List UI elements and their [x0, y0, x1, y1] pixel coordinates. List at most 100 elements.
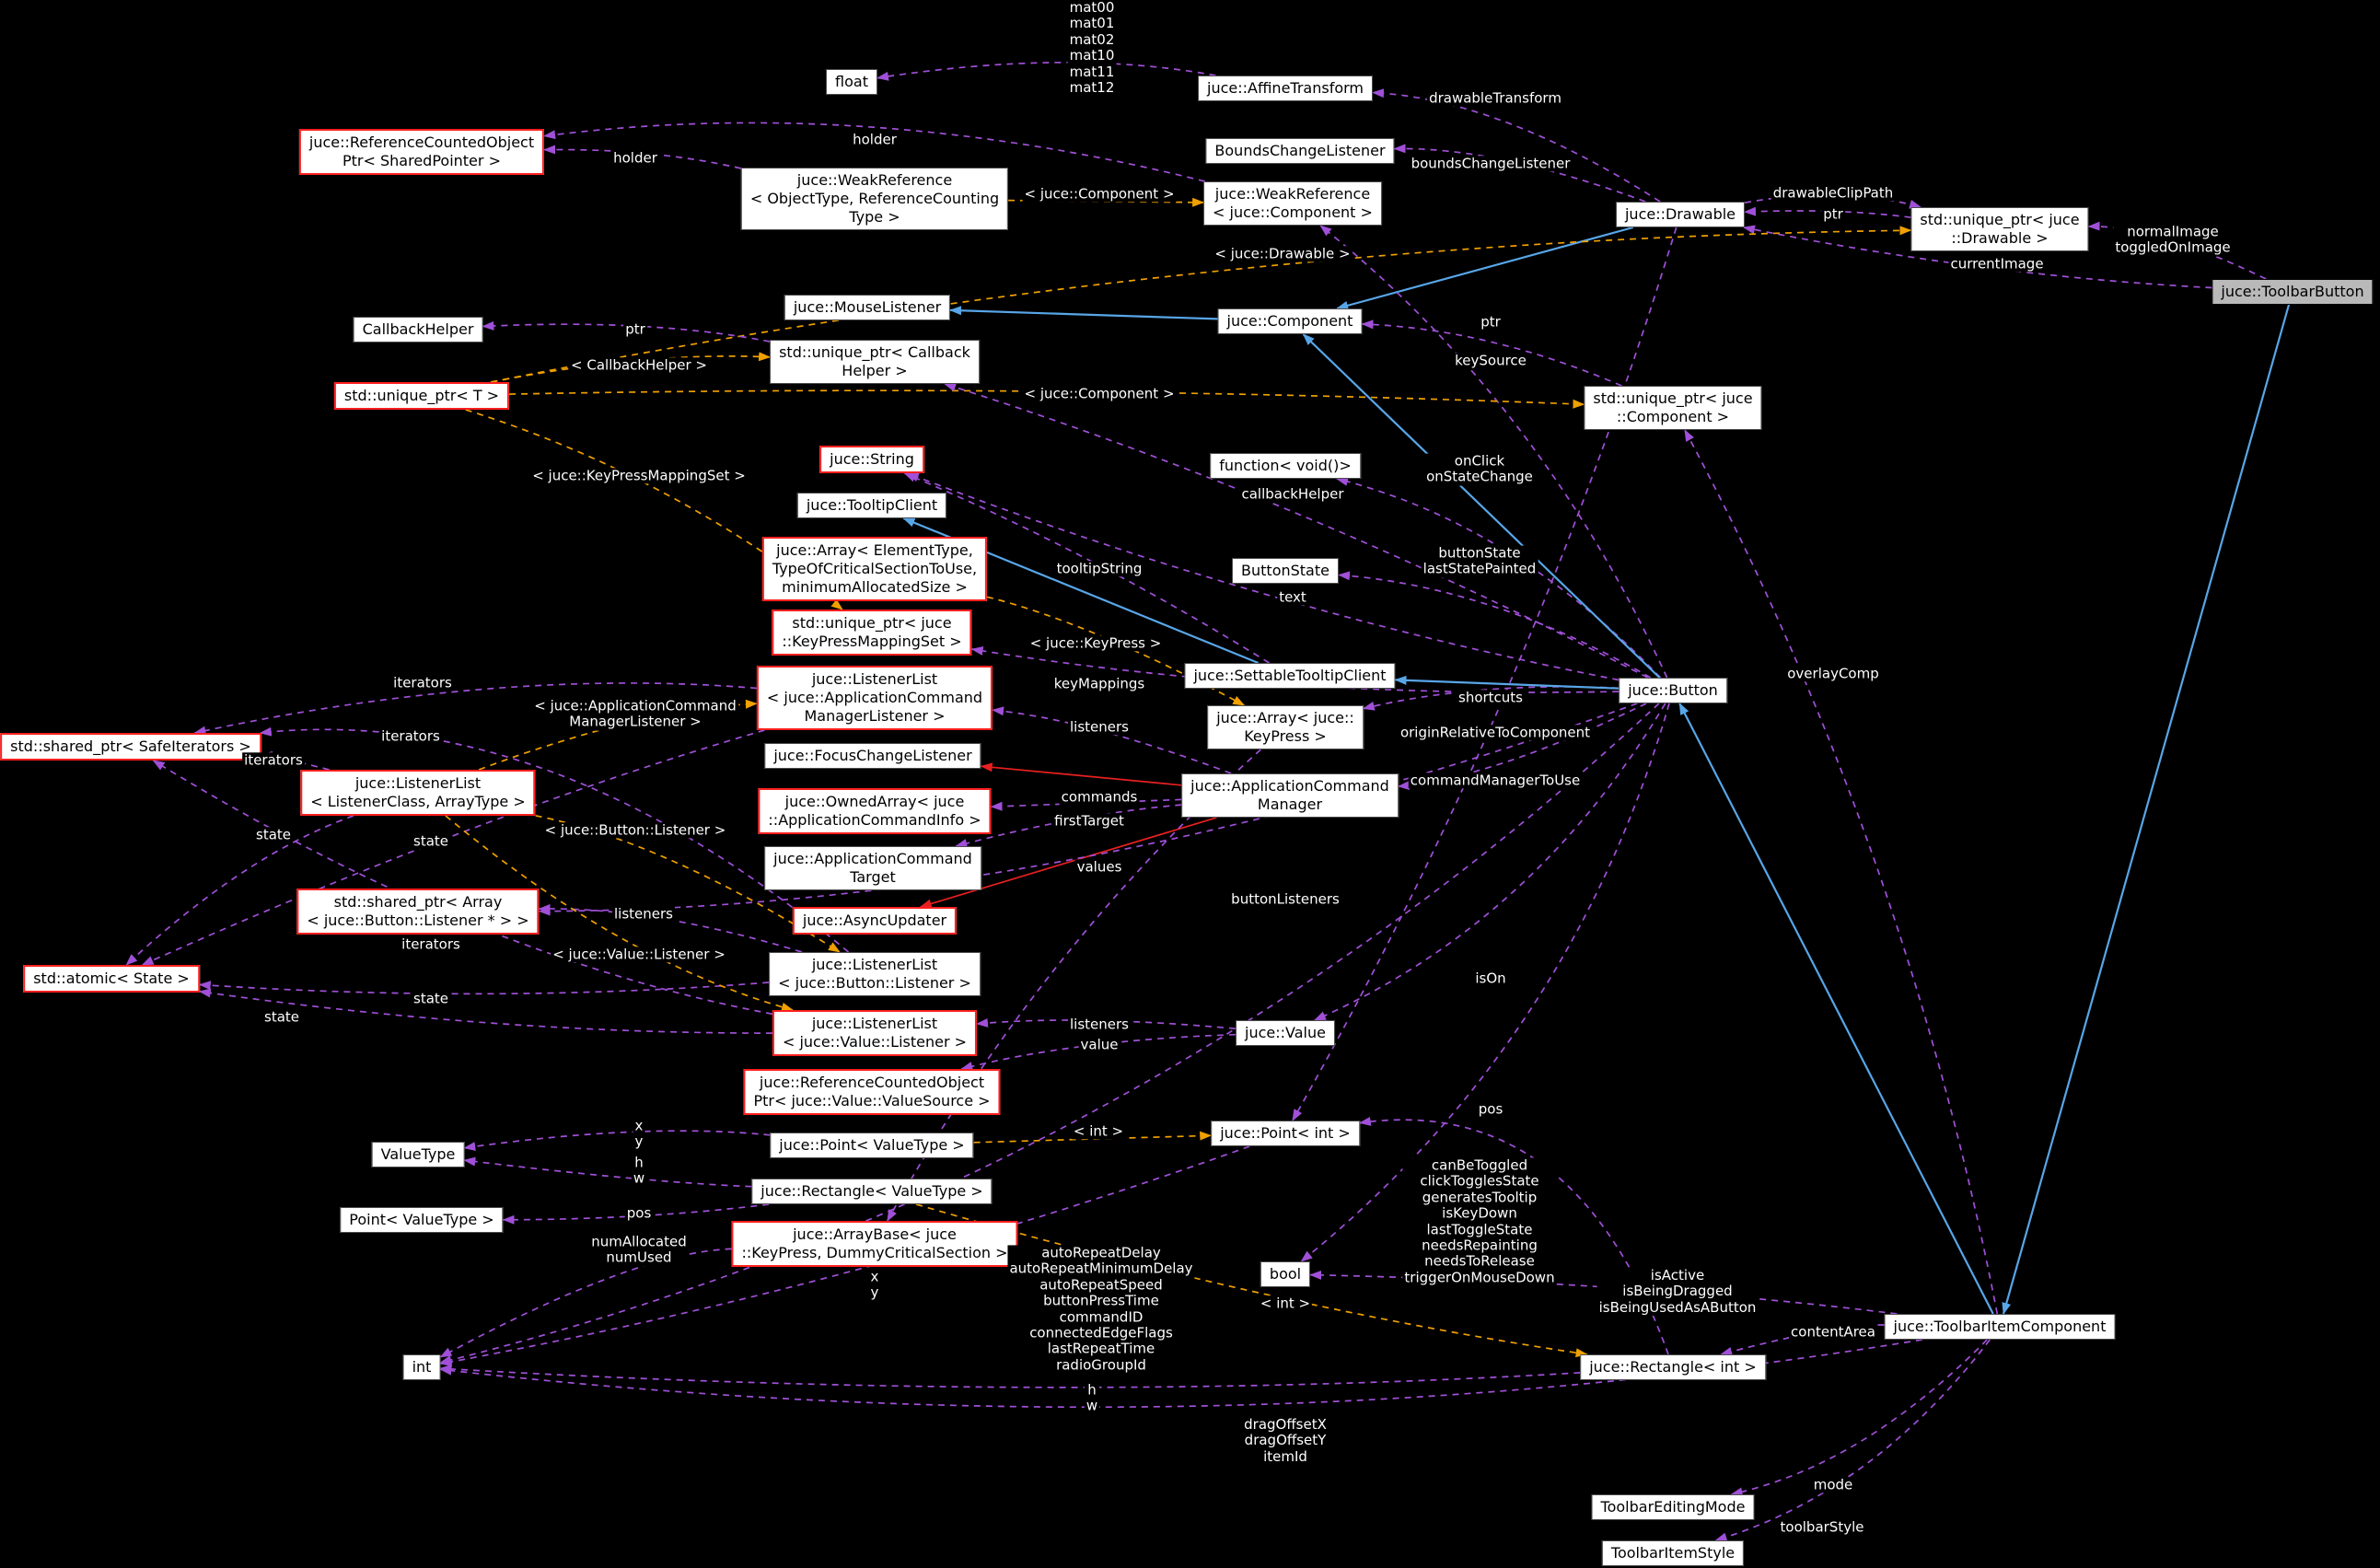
edge-label-weakref_t-weakref_comp: < juce::Component >	[1022, 185, 1177, 203]
edge-tic-uptr_comp	[1684, 429, 1999, 1315]
edge-label-weakref_t-rcop_shared: holder	[611, 149, 659, 167]
node-array_kp[interactable]: juce::Array< juce:: KeyPress >	[1207, 705, 1364, 749]
edge-label-button-int: autoRepeatDelay autoRepeatMinimumDelay a…	[1007, 1244, 1195, 1374]
edge-label-weakref_comp-rcop_shared: holder	[851, 131, 899, 148]
node-tic[interactable]: juce::ToolbarItemComponent	[1884, 1314, 2116, 1340]
edge-label-button-buttonstate: buttonState lastStatePainted	[1421, 544, 1538, 578]
node-focuschange[interactable]: juce::FocusChangeListener	[764, 743, 981, 769]
node-drawable[interactable]: juce::Drawable	[1615, 202, 1746, 227]
edge-label-ll_generic-atomic: state	[254, 826, 293, 843]
node-act[interactable]: juce::ApplicationCommand Target	[764, 846, 981, 890]
edge-drawable-point_int	[1292, 226, 1678, 1121]
edge-tic-itemstyle	[1714, 1339, 1991, 1542]
node-rect_vt[interactable]: juce::Rectangle< ValueType >	[751, 1179, 993, 1204]
edge-drawable-component	[1336, 226, 1634, 310]
edge-label-ll_acml-atomic: state	[412, 832, 450, 850]
edge-affine-float	[877, 62, 1216, 81]
edge-label-toolbarbutton-uptr_drawable: normalImage toggledOnImage	[2113, 223, 2233, 257]
node-asyncupdater[interactable]: juce::AsyncUpdater	[792, 907, 958, 935]
node-array_t[interactable]: juce::Array< ElementType, TypeOfCritical…	[761, 537, 988, 601]
edge-settable-string	[903, 472, 1270, 664]
node-rcop_shared[interactable]: juce::ReferenceCountedObject Ptr< Shared…	[298, 129, 545, 175]
edge-label-uptr_t-uptr_comp: < juce::Component >	[1022, 385, 1177, 402]
node-float: float	[826, 69, 877, 95]
node-itemstyle: ToolbarItemStyle	[1601, 1540, 1745, 1566]
edge-label-tic-int: dragOffsetX dragOffsetY itemId	[1242, 1415, 1329, 1466]
edge-label-drawable-point_int: originRelativeToComponent	[1398, 724, 1593, 741]
edge-weakref_t-rcop_shared	[543, 145, 741, 169]
edge-label-value-ll_val: listeners	[1068, 1016, 1131, 1033]
node-acm[interactable]: juce::ApplicationCommand Manager	[1181, 773, 1399, 818]
edge-button-uptr_cb	[944, 382, 1649, 679]
edge-label-ll_generic-ll_btn: < juce::Button::Listener >	[542, 821, 728, 839]
edge-ll_btn-sptr_safe	[259, 726, 850, 953]
node-ownedarray[interactable]: juce::OwnedArray< juce ::ApplicationComm…	[758, 788, 992, 834]
node-weakref_t[interactable]: juce::WeakReference < ObjectType, Refere…	[740, 168, 1009, 230]
node-string[interactable]: juce::String	[819, 446, 924, 473]
node-point_vt[interactable]: juce::Point< ValueType >	[770, 1132, 974, 1158]
node-buttonstate: ButtonState	[1232, 558, 1339, 584]
edge-label-drawable-affine: drawableTransform	[1427, 89, 1563, 107]
edge-label-ll_generic-sptr_safe: iterators	[242, 751, 305, 769]
edge-label-button-uptr_cb: callbackHelper	[1239, 485, 1346, 503]
edge-rect_int-int	[439, 1364, 1581, 1388]
edge-label-uptr_t-uptr_kpms: < juce::KeyPressMappingSet >	[530, 467, 748, 484]
edge-uptr_t-uptr_drawable	[490, 226, 1912, 383]
node-settable[interactable]: juce::SettableTooltipClient	[1184, 663, 1396, 689]
edge-rect_vt-valuetype	[463, 1156, 752, 1188]
edge-label-value-rcop_vs: value	[1078, 1036, 1120, 1053]
edge-rect_vt-point_vt2	[502, 1203, 770, 1225]
edge-label-array_t-array_kp: < juce::KeyPress >	[1027, 634, 1164, 652]
edge-label-uptr_comp-component: ptr	[1479, 313, 1503, 331]
edge-label-point_vt-valuetype: x y	[633, 1117, 645, 1151]
node-uptr_comp[interactable]: std::unique_ptr< juce ::Component >	[1584, 386, 1762, 430]
node-bounds: BoundsChangeListener	[1205, 138, 1395, 164]
node-uptr_drawable[interactable]: std::unique_ptr< juce ::Drawable >	[1910, 207, 2089, 251]
edge-label-button-array_kp: shortcuts	[1457, 689, 1525, 706]
edge-label-ll_btn-atomic: state	[412, 990, 450, 1007]
edge-label-uptr_t-uptr_drawable: < juce::Drawable >	[1213, 245, 1353, 262]
edge-toolbarbutton-tic	[2002, 304, 2291, 1315]
edge-label-uptr_cb-cbhelper: ptr	[623, 320, 647, 338]
node-component[interactable]: juce::Component	[1217, 308, 1363, 334]
edge-label-tic-uptr_comp: overlayComp	[1785, 665, 1881, 682]
edge-label-ll_val-sptr_safe: iterators	[400, 935, 462, 953]
node-point_int[interactable]: juce::Point< int >	[1211, 1121, 1360, 1146]
node-affine[interactable]: juce::AffineTransform	[1198, 75, 1373, 101]
node-mouselistener[interactable]: juce::MouseListener	[784, 295, 951, 320]
node-value[interactable]: juce::Value	[1236, 1020, 1335, 1046]
node-arraybase[interactable]: juce::ArrayBase< juce ::KeyPress, DummyC…	[731, 1221, 1018, 1267]
edge-label-button-string: text	[1277, 588, 1308, 606]
node-ll_btn[interactable]: juce::ListenerList < juce::Button::Liste…	[769, 952, 981, 996]
node-sptr_safe[interactable]: std::shared_ptr< SafeIterators >	[0, 733, 261, 761]
edge-arraybase-int	[439, 1248, 732, 1358]
node-sptr_arr[interactable]: std::shared_ptr< Array < juce::Button::L…	[296, 889, 540, 935]
edge-label-settable-string: tooltipString	[1054, 560, 1144, 577]
edge-button-int	[439, 703, 1660, 1365]
node-rcop_vs[interactable]: juce::ReferenceCountedObject Ptr< juce::…	[743, 1069, 1001, 1115]
edge-acm-focuschange	[980, 762, 1182, 786]
edge-uptr_comp-component	[1361, 319, 1622, 387]
node-atomic[interactable]: std::atomic< State >	[23, 965, 200, 993]
edge-ll_btn-atomic	[198, 981, 770, 995]
edge-label-acm-ll_acml: listeners	[1068, 718, 1131, 736]
node-uptr_t[interactable]: std::unique_ptr< T >	[333, 382, 510, 410]
node-weakref_comp[interactable]: juce::WeakReference < juce::Component >	[1203, 181, 1382, 226]
node-ll_acml[interactable]: juce::ListenerList < juce::ApplicationCo…	[756, 666, 993, 730]
edge-ll_acml-atomic	[141, 729, 765, 966]
edge-ll_generic-ll_val	[445, 815, 794, 1012]
node-button[interactable]: juce::Button	[1619, 678, 1727, 703]
edge-tic-button	[1678, 703, 1994, 1315]
edge-label-tic-rect_int: contentArea	[1789, 1323, 1877, 1341]
node-point_vt2: Point< ValueType >	[340, 1207, 504, 1233]
edge-label-button-sptr_arr: buttonListeners	[1229, 890, 1341, 908]
edge-button-value	[1313, 703, 1666, 1021]
node-int: int	[402, 1354, 441, 1380]
node-uptr_kpms[interactable]: std::unique_ptr< juce ::KeyPressMappingS…	[772, 610, 972, 656]
node-rect_int[interactable]: juce::Rectangle< int >	[1580, 1354, 1766, 1380]
edge-label-rect_vt-valuetype: h w	[631, 1154, 647, 1188]
node-ll_val[interactable]: juce::ListenerList < juce::Value::Listen…	[772, 1010, 978, 1056]
node-ll_generic[interactable]: juce::ListenerList < ListenerClass, Arra…	[300, 770, 536, 816]
edge-button-component	[1302, 333, 1661, 679]
node-tooltipclient[interactable]: juce::TooltipClient	[796, 493, 947, 518]
